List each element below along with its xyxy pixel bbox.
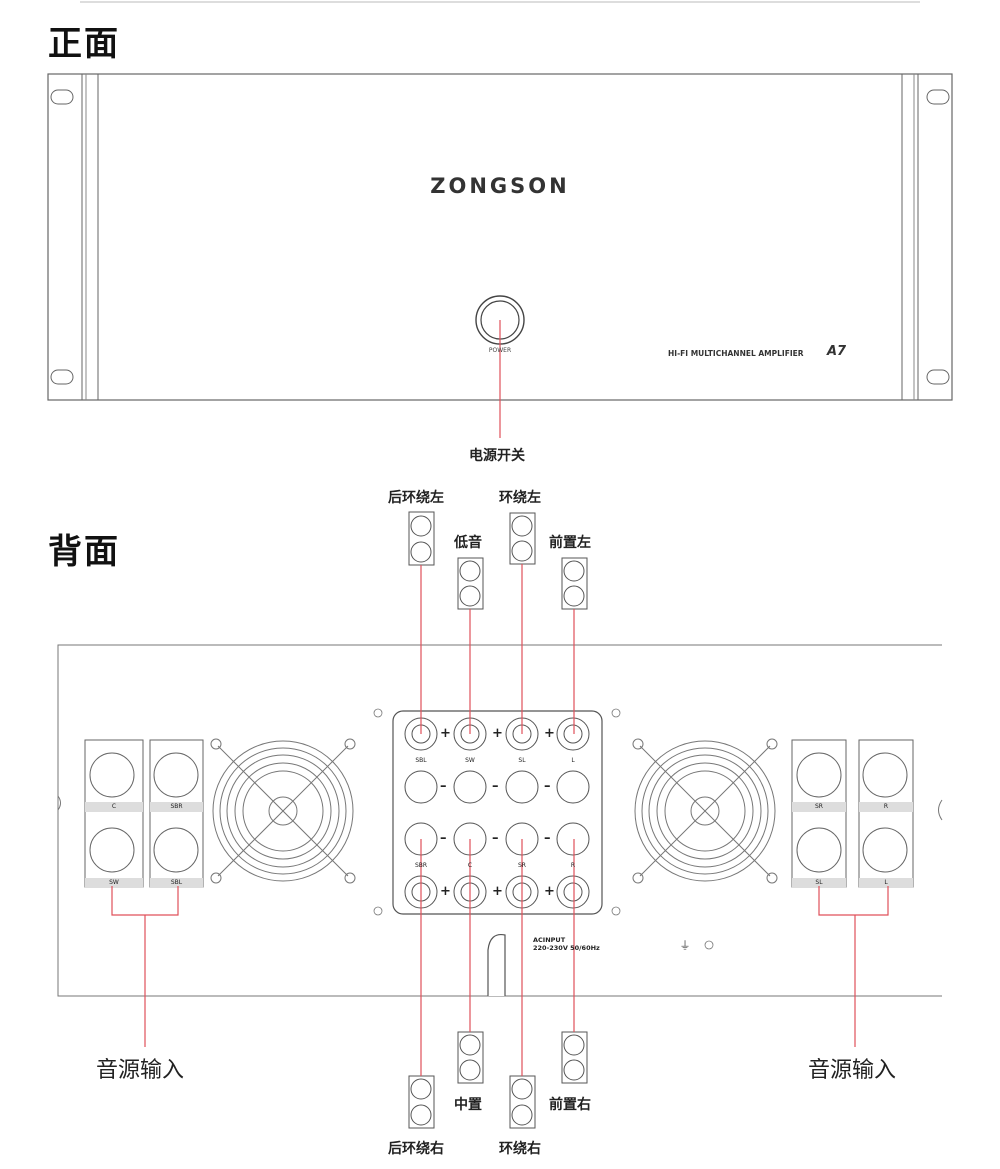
back-section-title: 背面 bbox=[48, 532, 120, 572]
rca-label-sl: SL bbox=[815, 879, 823, 886]
plus-sign: + bbox=[440, 884, 451, 899]
callout-surround-back-left: 后环绕左 bbox=[388, 490, 444, 506]
rack-hole-top-left bbox=[50, 89, 74, 105]
terminal-label-sbr: SBR bbox=[414, 862, 428, 869]
callout-front-left: 前置左 bbox=[549, 535, 591, 551]
terminal-label-sw: SW bbox=[465, 757, 475, 764]
ac-cable bbox=[487, 933, 506, 996]
back-panel-drawing: ⏚ bbox=[57, 511, 943, 1129]
rca-label-r: R bbox=[883, 803, 889, 810]
speaker-plugs-bottom bbox=[408, 1031, 588, 1129]
power-label: POWER bbox=[488, 347, 512, 354]
rca-label-sw: SW bbox=[109, 879, 119, 886]
minus-sign: – bbox=[440, 831, 447, 846]
rack-hole-bottom-right bbox=[926, 369, 950, 385]
callout-center: 中置 bbox=[454, 1097, 482, 1113]
front-panel-drawing bbox=[47, 1, 953, 438]
minus-sign: – bbox=[492, 779, 499, 794]
ac-input-title: ACINPUT bbox=[533, 936, 566, 944]
model-code: A7 bbox=[827, 344, 847, 359]
power-switch-callout: 电源开关 bbox=[469, 448, 525, 464]
callout-lines bbox=[111, 564, 889, 1076]
rca-label-sbl: SBL bbox=[170, 879, 183, 886]
plus-sign: + bbox=[544, 726, 555, 741]
fan-right bbox=[632, 738, 778, 884]
plus-sign: + bbox=[492, 726, 503, 741]
terminal-label-r: R bbox=[570, 862, 576, 869]
rca-label-sr: SR bbox=[815, 803, 823, 810]
speaker-terminals bbox=[404, 717, 590, 909]
minus-sign: – bbox=[492, 831, 499, 846]
terminal-label-sbl: SBL bbox=[415, 757, 427, 764]
rca-block-left bbox=[84, 739, 204, 888]
rca-label-l: L bbox=[884, 879, 888, 886]
brand-logo: ZONGSON bbox=[430, 174, 570, 198]
rca-label-sbr: SBR bbox=[170, 803, 183, 810]
terminal-label-l: L bbox=[571, 757, 575, 764]
minus-sign: – bbox=[544, 779, 551, 794]
plus-sign: + bbox=[544, 884, 555, 899]
speaker-terminal-panel bbox=[392, 710, 603, 915]
terminal-label-c: C bbox=[467, 862, 473, 869]
fan-left bbox=[210, 738, 356, 884]
front-section-title: 正面 bbox=[48, 24, 120, 64]
minus-sign: – bbox=[440, 779, 447, 794]
audio-input-left-label: 音源输入 bbox=[96, 1058, 185, 1083]
rack-hole-bottom-left bbox=[50, 369, 74, 385]
rack-hole-top-right bbox=[926, 89, 950, 105]
terminal-label-sr: SR bbox=[518, 862, 526, 869]
callout-surround-left: 环绕左 bbox=[499, 490, 541, 506]
plus-sign: + bbox=[492, 884, 503, 899]
callout-surround-right: 环绕右 bbox=[499, 1141, 541, 1157]
ac-input-voltage: 220-230V 50/60Hz bbox=[533, 944, 600, 952]
plus-sign: + bbox=[440, 726, 451, 741]
audio-input-right-label: 音源输入 bbox=[808, 1058, 897, 1083]
speaker-plugs-top bbox=[408, 511, 588, 610]
minus-sign: – bbox=[544, 831, 551, 846]
callout-subwoofer: 低音 bbox=[454, 535, 482, 551]
callout-front-right: 前置右 bbox=[549, 1097, 591, 1113]
ac-input-label: ACINPUT 220-230V 50/60Hz bbox=[533, 936, 600, 952]
rca-label-c: C bbox=[111, 803, 117, 810]
model-description: HI-FI MULTICHANNEL AMPLIFIER bbox=[668, 349, 804, 358]
callout-surround-back-right: 后环绕右 bbox=[388, 1141, 444, 1157]
terminal-label-sl: SL bbox=[518, 757, 526, 764]
svg-text:⏚: ⏚ bbox=[680, 939, 691, 952]
rca-block-right bbox=[791, 739, 914, 888]
